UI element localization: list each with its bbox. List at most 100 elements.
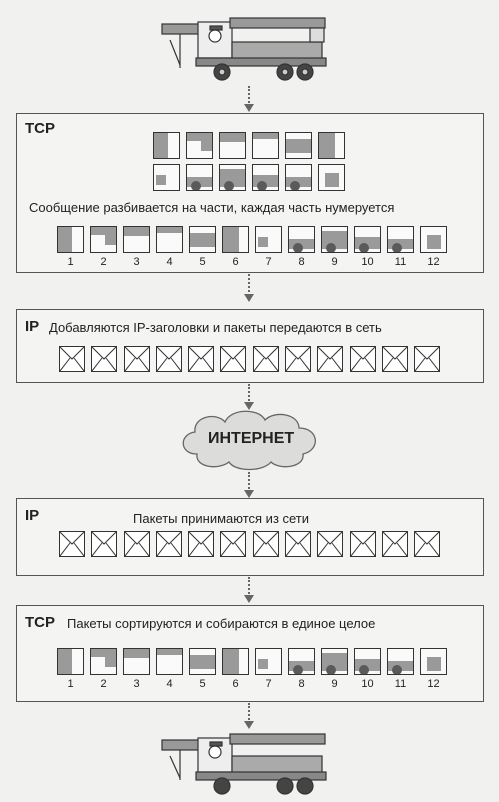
fragment-tile xyxy=(123,648,150,675)
fragment-number: 1 xyxy=(67,678,74,690)
fragment-tile xyxy=(354,226,381,253)
fragment-number: 7 xyxy=(265,678,272,690)
fragment-tile xyxy=(255,648,282,675)
fragment-number: 2 xyxy=(100,678,107,690)
fragment-number: 7 xyxy=(265,256,272,268)
fragment-number: 4 xyxy=(166,678,173,690)
tcp-label-top: TCP xyxy=(25,120,55,137)
ip-send-caption: Добавляются IP-заголовки и пакеты переда… xyxy=(49,320,382,335)
fragment-number: 10 xyxy=(361,256,374,268)
arrow-4 xyxy=(248,472,252,492)
crane-truck-icon-bottom xyxy=(161,733,327,795)
envelope-icon xyxy=(252,531,279,557)
envelope-icon xyxy=(123,346,150,372)
envelope-icon xyxy=(381,531,408,557)
fragment-tile xyxy=(321,648,348,675)
envelope-icon xyxy=(349,346,376,372)
message-fragment-tile xyxy=(153,164,180,191)
arrow-2-head xyxy=(244,294,254,302)
ip-receive-caption: Пакеты принимаются из сети xyxy=(133,511,310,526)
envelope-icon xyxy=(220,346,247,372)
envelope-icon xyxy=(155,346,182,372)
fragment-tile xyxy=(57,226,84,253)
fragment-number: 11 xyxy=(394,256,407,268)
fragment-number: 9 xyxy=(331,256,338,268)
message-fragment-tile xyxy=(318,164,345,191)
fragment-tile xyxy=(222,648,249,675)
packets-incoming xyxy=(59,531,447,557)
arrow-1-head xyxy=(244,104,254,112)
envelope-icon xyxy=(155,531,182,557)
fragment-tile xyxy=(189,648,216,675)
envelope-icon xyxy=(252,346,279,372)
tcp-split-caption: Сообщение разбивается на части, каждая ч… xyxy=(29,200,395,215)
numbered-fragments-bottom xyxy=(57,648,453,675)
fragment-number: 11 xyxy=(394,678,407,690)
fragment-number: 6 xyxy=(232,678,239,690)
fragment-number: 3 xyxy=(133,256,140,268)
fragment-tile xyxy=(123,226,150,253)
arrow-6 xyxy=(248,703,252,723)
fragment-number: 1 xyxy=(67,256,74,268)
fragment-number: 5 xyxy=(199,256,206,268)
tcp-assemble-box: TCP Пакеты сортируются и собираются в ед… xyxy=(16,605,484,702)
fragment-number: 5 xyxy=(199,678,206,690)
fragment-number: 3 xyxy=(133,678,140,690)
ip-label-bottom: IP xyxy=(25,507,40,524)
arrow-4-head xyxy=(244,490,254,498)
fragment-number: 12 xyxy=(427,256,440,268)
message-fragment-tile xyxy=(186,132,213,159)
fragment-tile xyxy=(420,648,447,675)
envelope-icon xyxy=(349,531,376,557)
envelope-icon xyxy=(317,346,344,372)
message-grid-row-1 xyxy=(153,132,351,159)
envelope-icon xyxy=(285,531,312,557)
fragment-tile xyxy=(222,226,249,253)
arrow-2 xyxy=(248,274,252,296)
envelope-icon xyxy=(123,531,150,557)
packets-outgoing xyxy=(59,346,447,372)
message-grid-row-2 xyxy=(153,164,351,191)
envelope-icon xyxy=(91,531,118,557)
ip-label-top: IP xyxy=(25,318,40,335)
envelope-icon xyxy=(188,531,215,557)
message-fragment-tile xyxy=(186,164,213,191)
message-fragment-tile xyxy=(285,132,312,159)
tcp-label-bottom: TCP xyxy=(25,614,55,631)
fragment-number: 4 xyxy=(166,256,173,268)
envelope-icon xyxy=(188,346,215,372)
internet-label: ИНТЕРНЕТ xyxy=(208,430,295,447)
arrow-3-head xyxy=(244,402,254,410)
fragment-number: 8 xyxy=(298,678,305,690)
fragment-number: 8 xyxy=(298,256,305,268)
fragment-tile xyxy=(354,648,381,675)
fragment-number: 9 xyxy=(331,678,338,690)
fragment-tile xyxy=(255,226,282,253)
envelope-icon xyxy=(59,531,85,557)
fragment-number: 6 xyxy=(232,256,239,268)
fragment-tile xyxy=(90,226,117,253)
numbered-fragments-top xyxy=(57,226,453,253)
fragment-number: 2 xyxy=(100,256,107,268)
fragment-tile xyxy=(387,648,414,675)
tcp-split-box: TCP Сообщение разбивается на части, кажд… xyxy=(16,113,484,273)
fragment-tile xyxy=(156,226,183,253)
message-fragment-tile xyxy=(318,132,345,159)
tcp-assemble-caption: Пакеты сортируются и собираются в единое… xyxy=(67,616,376,631)
cloud-icon xyxy=(182,410,316,471)
arrow-5-head xyxy=(244,595,254,603)
fragment-tile xyxy=(420,226,447,253)
envelope-icon xyxy=(220,531,247,557)
envelope-icon xyxy=(59,346,85,372)
message-fragment-tile xyxy=(153,132,180,159)
message-fragment-tile xyxy=(252,164,279,191)
fragment-tile xyxy=(189,226,216,253)
ip-receive-box: IP Пакеты принимаются из сети xyxy=(16,498,484,576)
envelope-icon xyxy=(91,346,118,372)
envelope-icon xyxy=(285,346,312,372)
envelope-icon xyxy=(317,531,344,557)
fragment-tile xyxy=(288,648,315,675)
fragment-tile xyxy=(387,226,414,253)
